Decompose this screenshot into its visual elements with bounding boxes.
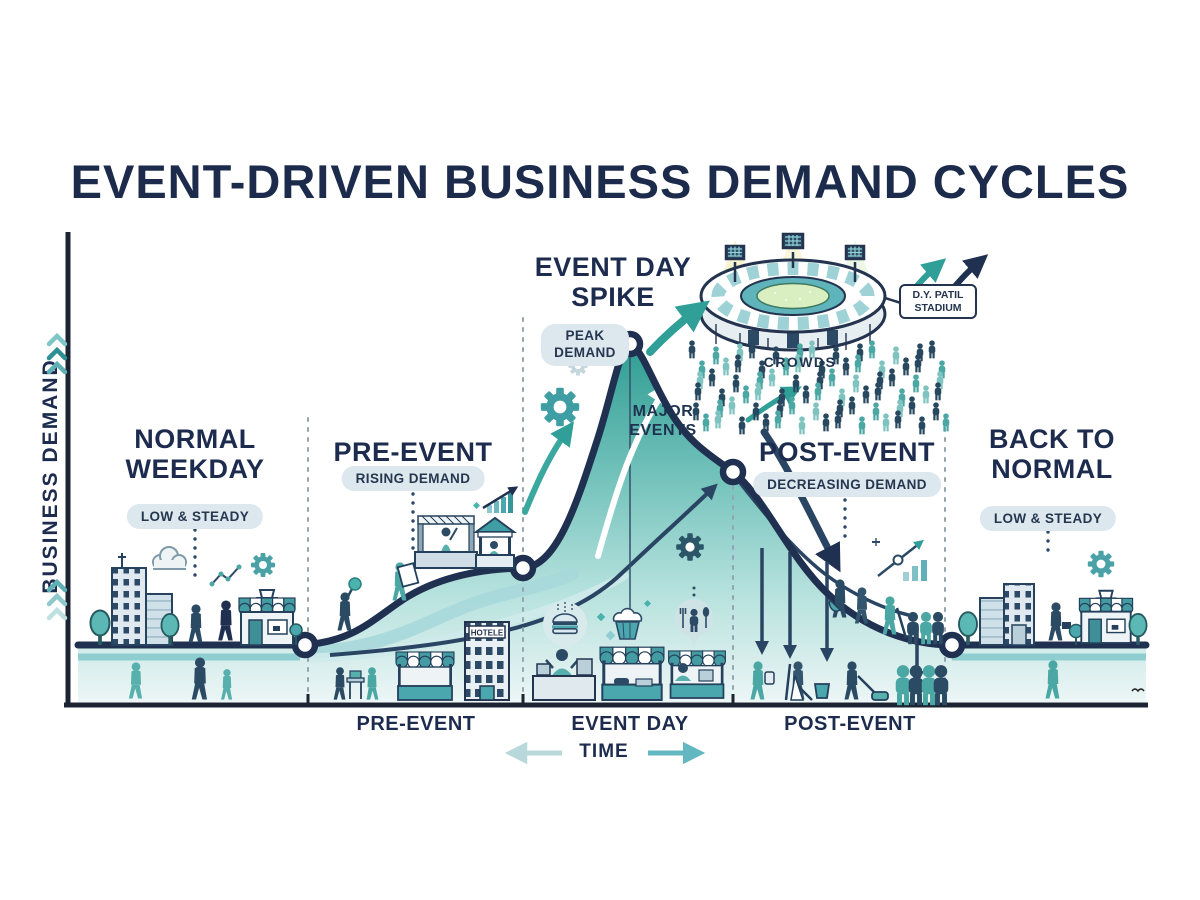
food-service-bubble-icon [675, 599, 713, 646]
hotel-icon: HOTELE [464, 621, 510, 701]
sparkle-icons [596, 599, 652, 641]
tree-icon [89, 609, 111, 646]
to-stadium-arrow-icon [646, 300, 710, 356]
burger-bubble-icon [543, 602, 587, 657]
tree-icon [1128, 613, 1148, 646]
sweeper-icon [844, 661, 889, 701]
stage-icon [414, 515, 478, 569]
pedestrian-icon [188, 604, 203, 643]
x-segment-event-day: EVENT DAY [571, 713, 689, 735]
cupcake-icon [612, 607, 643, 640]
market-stall-icon [395, 651, 455, 701]
crowds-annotation: CROWDS [763, 354, 837, 370]
building-icon [979, 597, 1005, 646]
trend-recovery-icon [872, 538, 927, 581]
bar-chart-up-icon [472, 486, 519, 513]
phase-title-normal-weekday: NORMAL WEEKDAY [125, 424, 265, 485]
gear-icon [1087, 550, 1115, 578]
inner-demand-rise-arrow [329, 483, 718, 657]
stadium-name-callout: D.Y. PATIL STADIUM [899, 284, 977, 320]
phase-title-pre-event: PRE-EVENT [333, 437, 493, 467]
gear-icon [540, 387, 580, 427]
gear-icon [676, 533, 704, 561]
coffee-shop-icon [1078, 589, 1134, 644]
x-segment-post-event: POST-EVENT [784, 713, 916, 735]
major-events-annotation: MAJOR EVENTS [629, 403, 697, 440]
cleanup-worker-icon [882, 596, 897, 635]
ticket-counter-icon [532, 649, 596, 701]
mop-cleaner-icon [784, 661, 831, 701]
meeting-table-icon [333, 667, 379, 700]
bird-icon [1131, 688, 1145, 693]
demand-chevrons-icon [46, 332, 68, 621]
trash-bag-icon [828, 598, 842, 612]
y-axis-label: BUSINESS DEMAND [39, 358, 62, 593]
kiosk-icon [472, 516, 518, 569]
coffee-shop-icon [238, 589, 296, 646]
food-stall-icon [599, 646, 665, 701]
pre-event-scene: HOTELE [333, 486, 519, 701]
sign-board-icon [396, 562, 420, 588]
phase-title-back-to-normal: BACK TO NORMAL [988, 424, 1115, 485]
inner-demand-fall-curve [731, 472, 913, 618]
hotel-sign: HOTELE [471, 629, 504, 638]
back-to-normal-scene [958, 550, 1148, 699]
post-event-scene [750, 538, 949, 706]
x-segment-pre-event: PRE-EVENT [356, 713, 476, 735]
gear-icon [251, 553, 275, 577]
badge-decreasing-demand: DECREASING DEMAND [753, 472, 941, 497]
page-title: EVENT-DRIVEN BUSINESS DEMAND CYCLES [70, 155, 1130, 208]
phase-title-event-day-spike: EVENT DAY SPIKE [534, 252, 692, 313]
event-day-scene [532, 356, 727, 701]
curve-nodes [291, 330, 966, 659]
cloud-icon [152, 546, 187, 570]
rising-ribbon-1 [305, 567, 579, 659]
line-chart-icon [209, 564, 242, 587]
normal-weekday-scene [89, 546, 303, 700]
badge-low-steady-right: LOW & STEADY [979, 506, 1117, 531]
badge-rising-demand: RISING DEMAND [341, 466, 485, 491]
phase-title-post-event: POST-EVENT [758, 437, 936, 467]
rising-arrow-icon [522, 421, 574, 515]
pedestrian-icon [218, 600, 233, 641]
demand-area-fill [78, 344, 1146, 702]
vendor-stall-icon [667, 650, 727, 699]
setup-worker-icon [337, 592, 352, 631]
x-axis-label: TIME [579, 741, 629, 762]
briefcase-icon [1062, 622, 1071, 629]
stadium-icon [699, 232, 902, 352]
badge-peak-demand: PEAK DEMAND [541, 324, 629, 366]
cleaner-with-jug-icon [750, 661, 775, 700]
office-building-icon [111, 567, 147, 646]
peak-white-arrow-icon [595, 380, 671, 559]
stadium-label-connector [884, 296, 902, 305]
commuter-icon [1048, 602, 1063, 641]
crowd-arrow-icon [745, 386, 802, 423]
badge-low-steady-left: LOW & STEADY [126, 504, 264, 529]
shovel-icon [895, 607, 908, 639]
